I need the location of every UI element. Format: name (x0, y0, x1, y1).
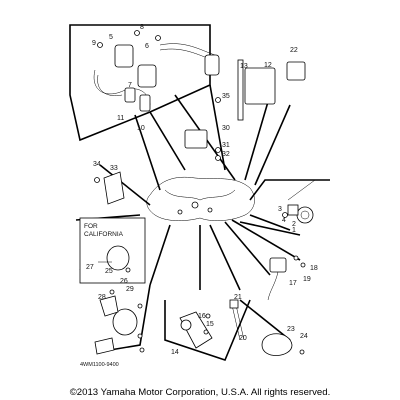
callout-18: 18 (310, 265, 318, 272)
california-inset: FOR CALIFORNIA (79, 217, 146, 284)
callout-27: 27 (86, 264, 94, 271)
harness-group (229, 299, 245, 341)
callout-15: 15 (206, 321, 214, 328)
callout-30: 30 (222, 125, 230, 132)
relay-mount-group (94, 171, 125, 205)
callout-1: 1 (292, 227, 296, 234)
callout-33: 33 (110, 165, 118, 172)
flasher-group (261, 333, 305, 356)
callout-9: 9 (92, 40, 96, 47)
callout-12: 12 (264, 62, 272, 69)
callout-19: 19 (303, 276, 311, 283)
callout-10: 10 (137, 125, 145, 132)
callout-32: 32 (222, 151, 230, 158)
callout-23: 23 (287, 326, 295, 333)
callout-20: 20 (239, 335, 247, 342)
callout-5: 5 (109, 34, 113, 41)
callout-4: 4 (282, 217, 286, 224)
regulator-cdi-group (184, 59, 306, 161)
callout-3: 3 (278, 206, 282, 213)
callout-7: 7 (128, 82, 132, 89)
lower-sensor-group (179, 311, 213, 349)
callout-11: 11 (117, 115, 124, 122)
callout-13: 13 (240, 63, 248, 70)
callout-24: 24 (300, 333, 308, 340)
callout-8: 8 (140, 24, 144, 31)
frame-outline (146, 177, 255, 221)
callout-29: 29 (126, 286, 134, 293)
callout-28: 28 (98, 294, 106, 301)
callout-22: 22 (290, 47, 298, 54)
callout-2: 2 (292, 221, 296, 228)
callout-6: 6 (145, 43, 149, 50)
starter-relay-group (267, 255, 306, 301)
callout-25: 25 (105, 268, 113, 275)
ignition-coils-group (93, 30, 220, 112)
callout-17: 17 (289, 280, 297, 287)
drawing-code: 4WM1100-9400 (80, 362, 119, 368)
copyright-notice: ©2013 Yamaha Motor Corporation, U.S.A. A… (69, 387, 331, 398)
callout-numbers: 1 2 3 4 5 6 7 8 9 10 11 12 13 14 15 16 1… (86, 24, 318, 356)
callout-16: 16 (198, 313, 206, 320)
callout-21: 21 (234, 294, 242, 301)
callout-26: 26 (120, 278, 128, 285)
callout-31: 31 (222, 142, 230, 149)
inset-label-for: FOR (84, 223, 98, 230)
horn-group (94, 289, 145, 355)
callout-34: 34 (93, 161, 101, 168)
callout-14: 14 (171, 349, 179, 356)
switch-sensor-group (282, 179, 316, 224)
inset-label-california: CALIFORNIA (84, 231, 124, 238)
callout-35: 35 (222, 93, 230, 100)
